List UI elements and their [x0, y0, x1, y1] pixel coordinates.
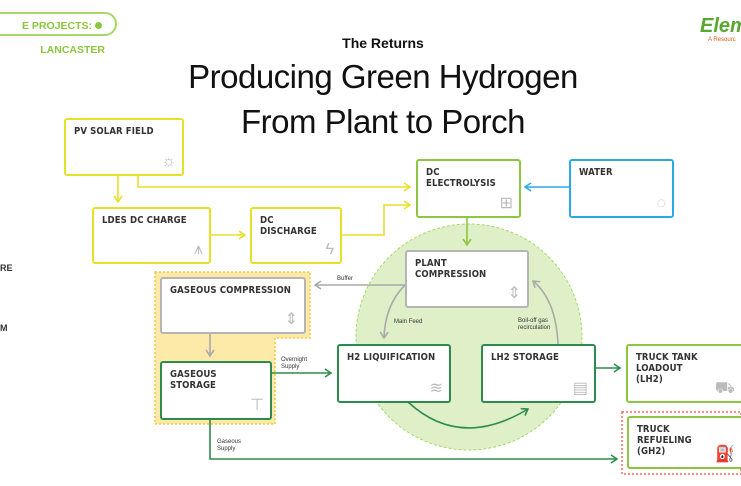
- node-dc-electrolysis[interactable]: DC ELECTROLYSIS ⊞: [416, 159, 521, 218]
- pipe-valve-icon: ⊤: [250, 397, 264, 414]
- node-gaseous-storage[interactable]: GASEOUS STORAGE ⊤: [160, 361, 272, 420]
- node-dc-discharge[interactable]: DC DISCHARGE ϟ: [250, 207, 342, 264]
- lightning-icon: ϟ: [325, 241, 334, 258]
- tanks-icon: ▤: [572, 380, 588, 397]
- location-pin-icon: [95, 22, 102, 29]
- water-drops-icon: ◌: [656, 195, 666, 212]
- node-truck-tank-loadout[interactable]: TRUCK TANK LOADOUT (LH2) ⛟: [626, 344, 741, 403]
- electrolyzer-icon: ⊞: [499, 195, 513, 212]
- logo: Elem: [700, 15, 741, 37]
- project-pill[interactable]: E PROJECTS:LANCASTER: [0, 12, 117, 56]
- refuel-highlight: [621, 411, 741, 475]
- node-lh2-storage[interactable]: LH2 STORAGE ▤: [481, 344, 596, 403]
- node-ldes-dc-charge[interactable]: LDES DC CHARGE ⩚: [92, 207, 211, 264]
- left-fragment: M: [0, 323, 8, 333]
- liquid-waves-icon: ≋: [429, 380, 443, 397]
- node-pv-solar-field[interactable]: PV SOLAR FIELD ☼: [64, 118, 184, 176]
- node-gaseous-compression[interactable]: GASEOUS COMPRESSION ⇕: [160, 277, 306, 334]
- node-plant-compression[interactable]: PLANT COMPRESSION ⇕: [405, 250, 529, 308]
- compression-icon: ⇕: [507, 285, 521, 302]
- left-fragment: RE: [0, 263, 13, 273]
- edge-label-gaseous-supply: Gaseous Supply: [217, 439, 242, 452]
- edge-label-boil-off: Boil-off gas recirculation: [518, 318, 551, 331]
- page-title-line1: Producing Green Hydrogen: [188, 58, 578, 95]
- edge-label-buffer: Buffer: [337, 276, 353, 282]
- tanker-truck-icon: ⛟: [714, 380, 735, 397]
- node-h2-liquification[interactable]: H2 LIQUIFICATION ≋: [337, 344, 451, 403]
- kicker: The Returns: [342, 35, 424, 51]
- node-water[interactable]: WATER ◌: [569, 159, 674, 218]
- fuel-pump-icon: ⛽: [715, 446, 735, 463]
- logo-tagline: A Resourc: [708, 37, 736, 43]
- node-truck-refueling[interactable]: TRUCK REFUELING (GH2) ⛽: [627, 416, 741, 469]
- compression-icon: ⇕: [284, 311, 298, 328]
- edge-label-overnight: Overnight Supply: [281, 357, 308, 370]
- power-tower-icon: ⩚: [193, 241, 203, 258]
- edge-label-main-feed: Main Feed: [394, 319, 423, 325]
- solar-panel-icon: ☼: [161, 153, 176, 170]
- page-title-line2: From Plant to Porch: [241, 103, 525, 140]
